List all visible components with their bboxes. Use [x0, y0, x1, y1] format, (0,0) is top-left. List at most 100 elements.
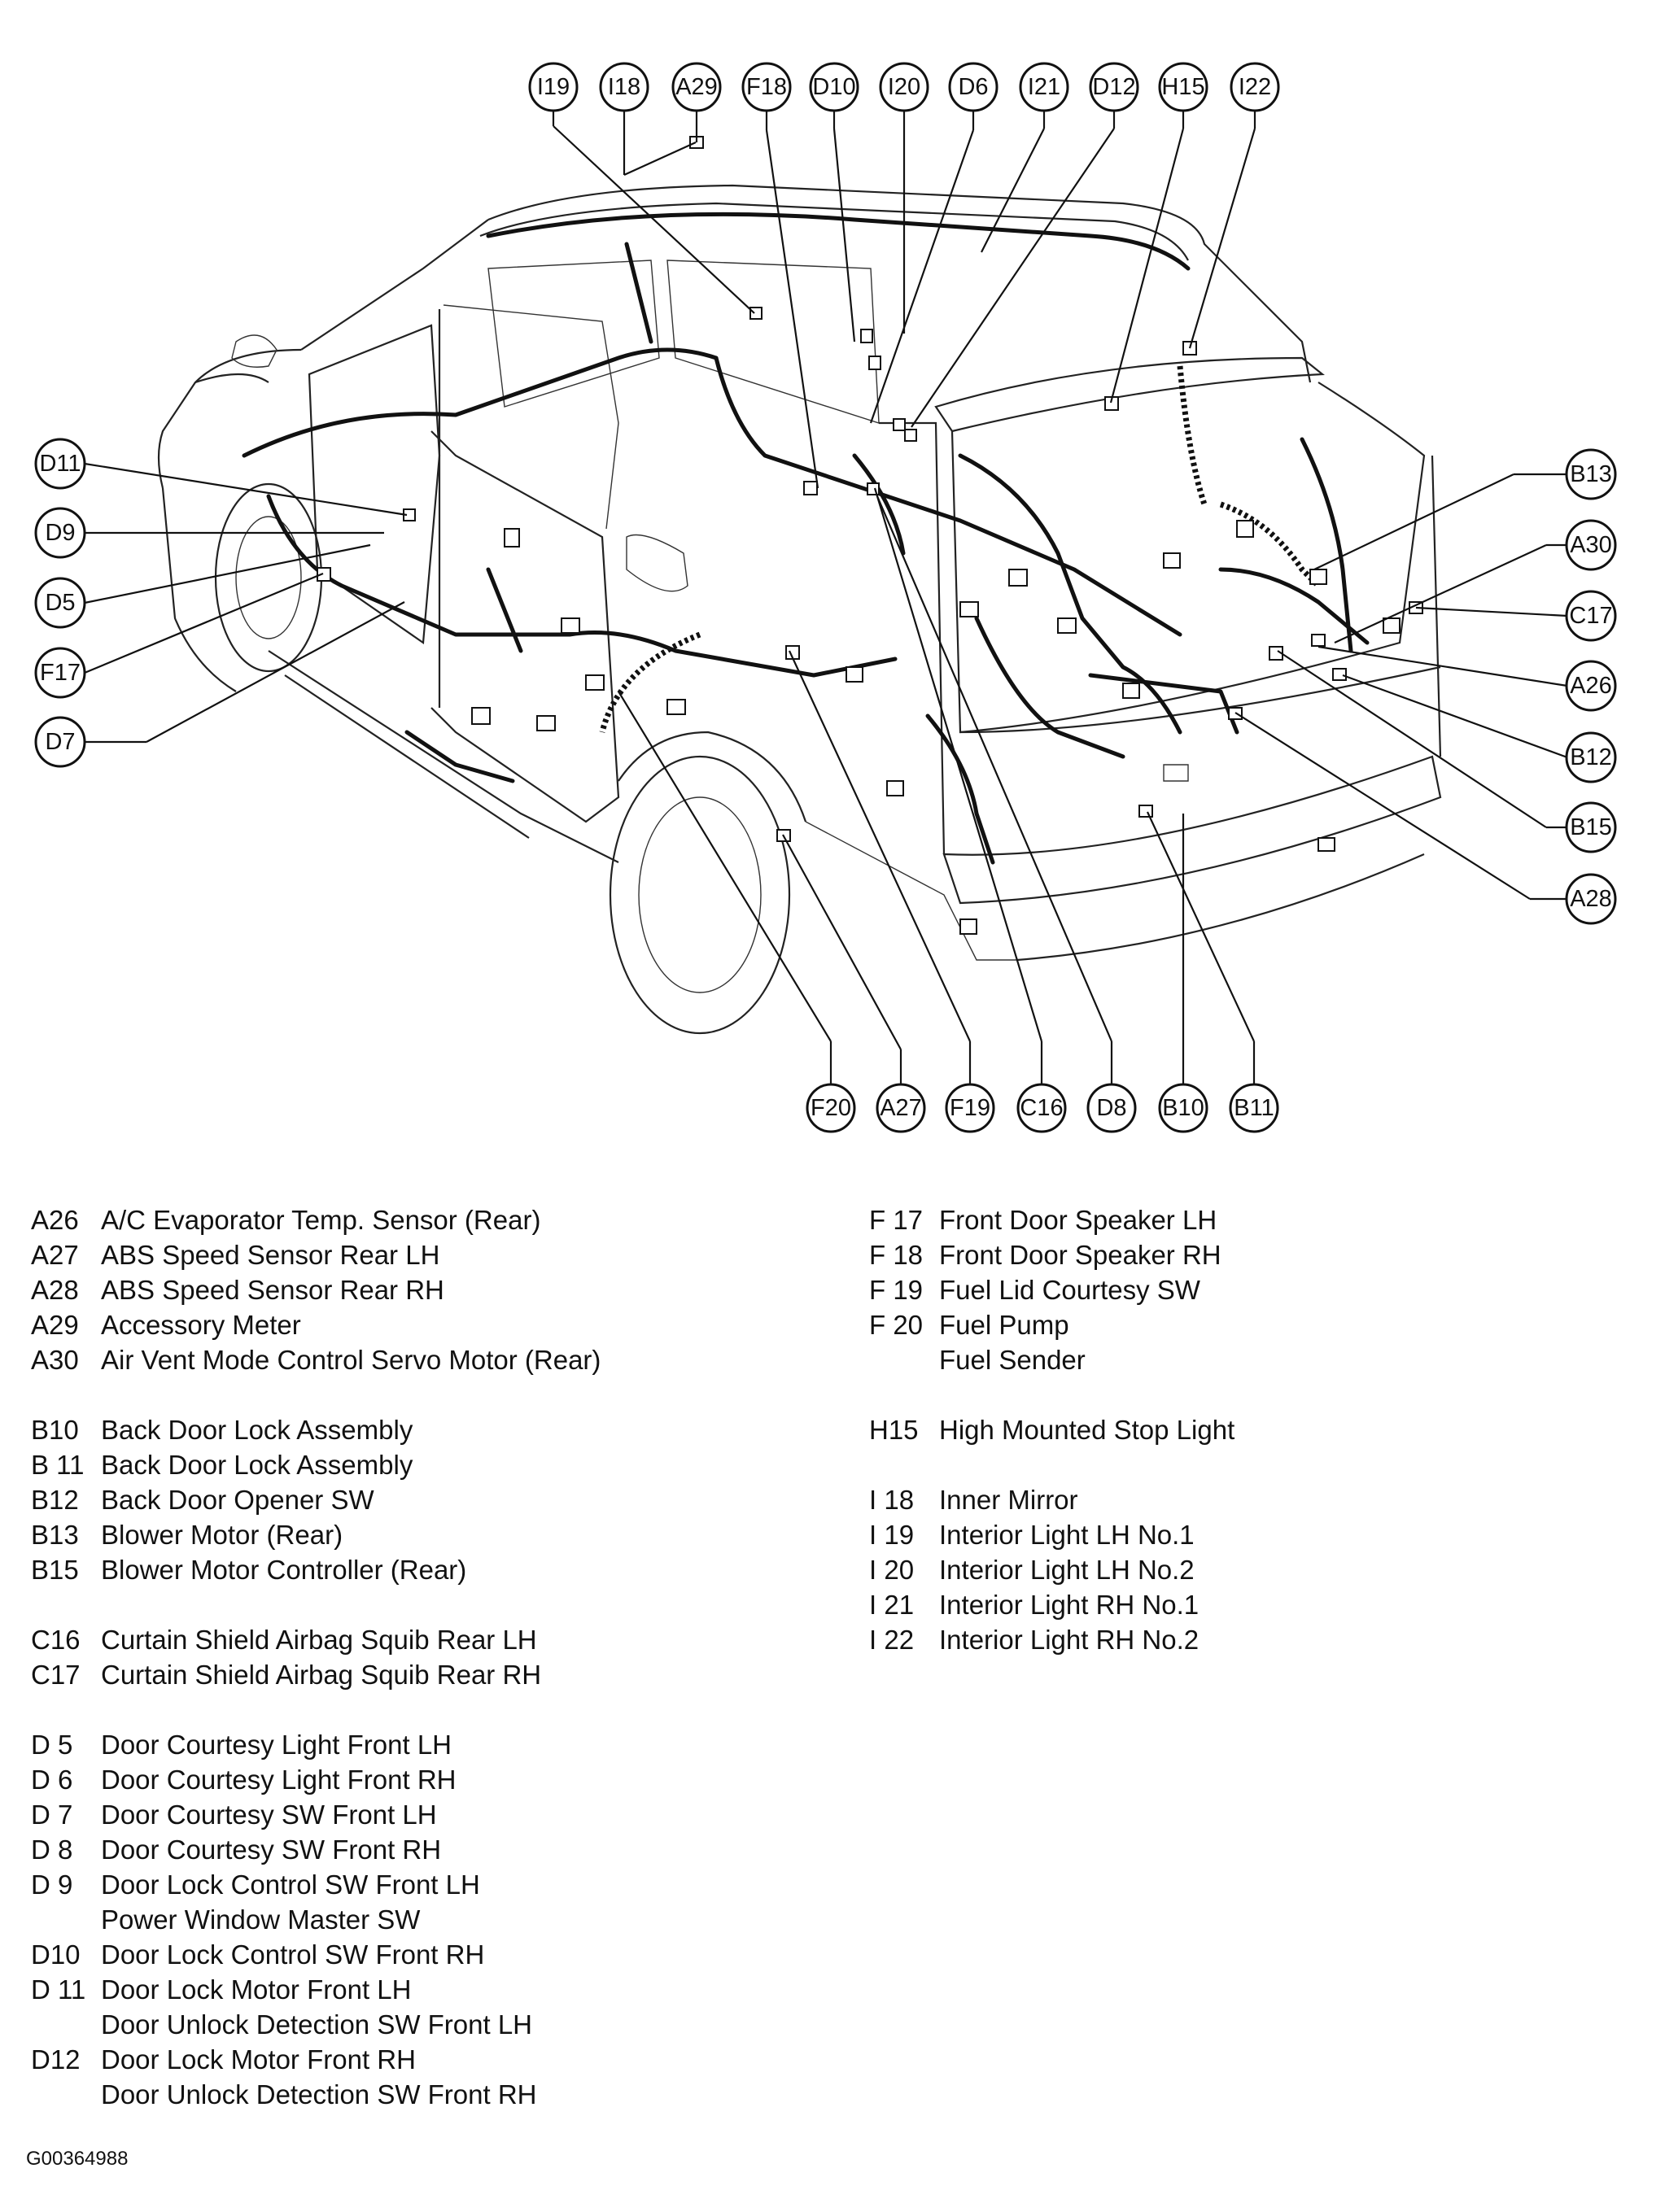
callout-label: B13 [1570, 461, 1612, 487]
legend-name: Power Window Master SW [101, 1904, 421, 1935]
legend-code: B 11 [31, 1450, 85, 1480]
callout-label: A27 [880, 1095, 922, 1121]
callout-label: B10 [1162, 1095, 1204, 1121]
callout-label: I21 [1028, 74, 1060, 100]
legend-code: C16 [31, 1625, 81, 1655]
legend-code: I 19 [869, 1520, 915, 1550]
legend-code: D10 [31, 1939, 81, 1970]
legend-code: D12 [31, 2044, 81, 2075]
callout-label: H15 [1161, 74, 1204, 100]
callout-label: D7 [45, 729, 75, 755]
legend-spacer [869, 1447, 1234, 1482]
legend-left-column: A26 A/C Evaporator Temp. Sensor (Rear) A2… [31, 1202, 601, 2112]
legend-name: Door Lock Motor Front RH [101, 2044, 416, 2075]
legend-code: F 18 [869, 1240, 924, 1270]
callout-label: A26 [1570, 673, 1612, 699]
legend-name: Door Unlock Detection SW Front RH [101, 2079, 537, 2109]
callout-label: D8 [1096, 1095, 1126, 1121]
legend-code: B10 [31, 1415, 79, 1445]
legend-code: I 18 [869, 1485, 915, 1515]
vehicle-wiring-diagram: I19 I18 A29 F18 D10 I20 D6 I21 D12 H15 I… [34, 62, 1617, 1133]
legend-code: D 9 [31, 1870, 73, 1900]
legend-code: F 20 [869, 1310, 924, 1340]
legend-row: B10 Back Door Lock Assembly [31, 1412, 601, 1447]
legend-row: D10 Door Lock Control SW Front RH [31, 1937, 601, 1972]
legend-name: Front Door Speaker RH [939, 1240, 1221, 1270]
legend-row: F 20 Fuel Pump [869, 1307, 1234, 1342]
legend-row: Door Unlock Detection SW Front RH [31, 2077, 601, 2112]
callout-label: D11 [39, 451, 81, 477]
callout-label: C16 [1020, 1095, 1063, 1121]
legend-code: A29 [31, 1310, 79, 1340]
callout-label: D5 [45, 590, 75, 616]
callout-label: I18 [608, 74, 640, 100]
wire-harness [242, 212, 1370, 865]
callout-top: I19 I18 A29 F18 D10 I20 D6 I21 D12 H15 I… [528, 62, 1280, 112]
callout-label: I19 [537, 74, 570, 100]
legend-name: Interior Light RH No.1 [939, 1590, 1200, 1620]
legend-name: Blower Motor Controller (Rear) [101, 1555, 467, 1585]
callout-label: B15 [1570, 814, 1612, 840]
legend-spacer [31, 1692, 601, 1727]
legend-row: A27 ABS Speed Sensor Rear LH [31, 1237, 601, 1272]
legend-code: C17 [31, 1660, 81, 1690]
legend-name: Fuel Pump [939, 1310, 1069, 1340]
legend-code: A26 [31, 1205, 79, 1235]
callout-right: B13 A30 C17 A26 B12 B15 A28 [1565, 448, 1617, 925]
legend-code: I 21 [869, 1590, 915, 1620]
legend-name: Door Lock Control SW Front RH [101, 1939, 485, 1970]
legend-row: D12 Door Lock Motor Front RH [31, 2042, 601, 2077]
callout-label: B11 [1234, 1095, 1274, 1121]
legend-code: B12 [31, 1485, 79, 1515]
legend-name: Fuel Lid Courtesy SW [939, 1275, 1200, 1305]
legend-code: D 7 [31, 1800, 73, 1830]
legend-row: C16 Curtain Shield Airbag Squib Rear LH [31, 1622, 601, 1657]
leader-lines [84, 111, 1568, 1084]
legend-name: Door Courtesy Light Front RH [101, 1765, 457, 1795]
legend-code: B15 [31, 1555, 79, 1585]
callout-label: B12 [1570, 744, 1612, 770]
legend-name: Curtain Shield Airbag Squib Rear LH [101, 1625, 537, 1655]
legend-code: F 19 [869, 1275, 924, 1305]
legend-name: Back Door Opener SW [101, 1485, 374, 1515]
legend-name: Door Courtesy SW Front RH [101, 1835, 442, 1865]
legend-name: Blower Motor (Rear) [101, 1520, 343, 1550]
legend-name: A/C Evaporator Temp. Sensor (Rear) [101, 1205, 541, 1235]
callout-label: A29 [675, 74, 718, 100]
legend-name: Inner Mirror [939, 1485, 1078, 1515]
legend-name: Fuel Sender [939, 1345, 1086, 1375]
callout-label: F19 [950, 1095, 990, 1121]
legend-name: High Mounted Stop Light [939, 1415, 1235, 1445]
legend-code [869, 1342, 939, 1377]
legend-code: A27 [31, 1240, 79, 1270]
callout-label: I20 [888, 74, 920, 100]
callout-label: A30 [1570, 532, 1612, 558]
legend-name: Back Door Lock Assembly [101, 1415, 413, 1445]
legend-row: F 19 Fuel Lid Courtesy SW [869, 1272, 1234, 1307]
callout-label: I22 [1239, 74, 1271, 100]
legend-row: Door Unlock Detection SW Front LH [31, 2007, 601, 2042]
legend-name: ABS Speed Sensor Rear RH [101, 1275, 444, 1305]
legend-name: Air Vent Mode Control Servo Motor (Rear) [101, 1345, 601, 1375]
legend-code [31, 2077, 101, 2112]
legend-spacer [869, 1377, 1234, 1412]
legend-row: B15 Blower Motor Controller (Rear) [31, 1552, 601, 1587]
figure-code: G00364988 [26, 2148, 129, 2170]
legend-name: ABS Speed Sensor Rear LH [101, 1240, 440, 1270]
legend-code: F 17 [869, 1205, 924, 1235]
legend-name: Interior Light LH No.1 [939, 1520, 1195, 1550]
callout-left: D11 D9 D5 F17 D7 [34, 438, 86, 768]
